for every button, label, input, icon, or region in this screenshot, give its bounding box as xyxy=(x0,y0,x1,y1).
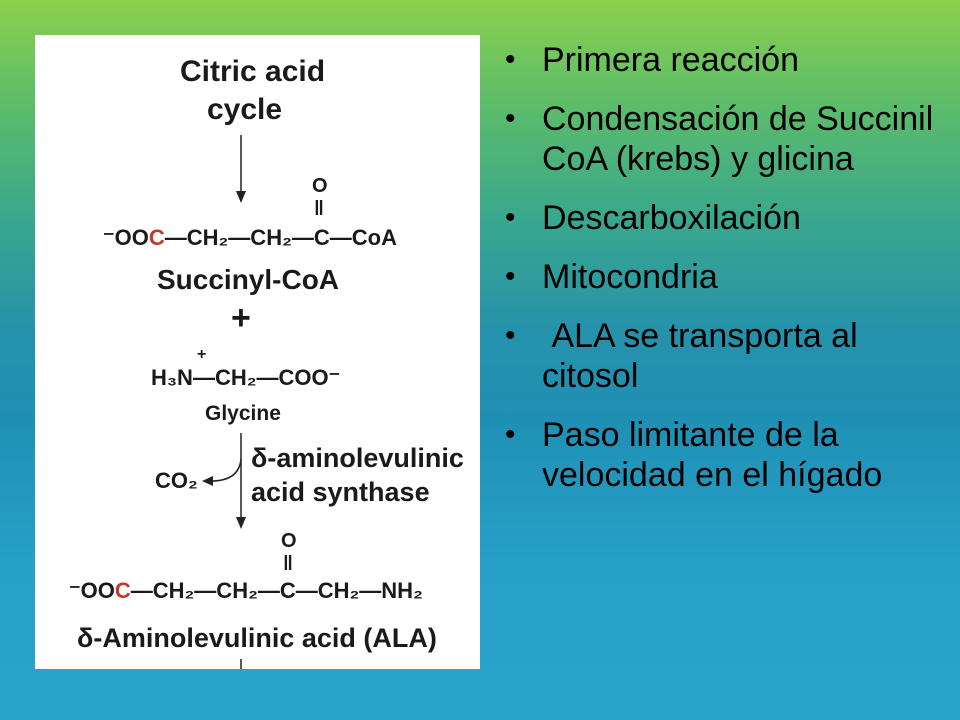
glycine-name: Glycine xyxy=(205,402,281,425)
succinyl-coa-name: Succinyl-CoA xyxy=(157,264,339,295)
cycle-label: cycle xyxy=(207,93,282,126)
bullet-item: • Primera reacción xyxy=(505,40,945,80)
ala-double-bond: ‖ xyxy=(283,553,293,575)
plus-sign: + xyxy=(231,299,251,337)
bullet-marker: • xyxy=(505,201,516,234)
succinyl-formula: ⁻OOC—CH₂—CH₂—C—CoA xyxy=(103,225,397,250)
bullet-item: • Mitocondria xyxy=(505,257,945,297)
co2-label: CO₂ xyxy=(155,468,198,493)
co2-branch-arrow xyxy=(210,458,242,482)
bullet-text: Paso limitante de la velocidad en el híg… xyxy=(542,416,883,494)
enzyme-name-line1: δ-aminolevulinic xyxy=(251,443,464,473)
bullet-marker: • xyxy=(505,102,516,135)
ala-name: δ-Aminolevulinic acid (ALA) xyxy=(77,623,437,653)
bullet-marker: • xyxy=(505,418,516,451)
succinyl-oxygen: O xyxy=(312,175,328,197)
bullet-item: • Paso limitante de la velocidad en el hí… xyxy=(505,415,945,495)
bullet-marker: • xyxy=(505,260,516,293)
bullet-item: • ALA se transporta al citosol xyxy=(505,316,945,396)
arrowhead-1 xyxy=(236,191,246,203)
bullet-text: Mitocondria xyxy=(542,258,718,296)
bullet-text: Condensación de Succinil CoA (krebs) y g… xyxy=(542,100,943,178)
enzyme-name-line2: acid synthase xyxy=(251,477,430,507)
bullet-text: Descarboxilación xyxy=(542,199,801,237)
bullet-list: • Primera reacción • Condensación de Succi… xyxy=(505,40,945,514)
co2-arrowhead xyxy=(202,476,213,486)
bullet-marker: • xyxy=(505,319,516,352)
succinyl-double-bond: ‖ xyxy=(314,198,324,220)
bullet-item: • Descarboxilación xyxy=(505,198,945,238)
bullet-text: ALA se transporta al citosol xyxy=(542,317,868,395)
bullet-item: • Condensación de Succinil CoA (krebs) y … xyxy=(505,99,945,179)
citric-acid-label: Citric acid xyxy=(180,55,325,88)
ala-oxygen: O xyxy=(281,530,297,552)
bullet-marker: • xyxy=(505,43,516,76)
arrowhead-2 xyxy=(236,517,246,529)
ala-formula: ⁻OOC—CH₂—CH₂—C—CH₂—NH₂ xyxy=(69,578,423,603)
reaction-scheme: Citric acid cycle O ‖ ⁻OOC—CH₂—CH₂—C—CoA… xyxy=(69,55,464,669)
bullet-text: Primera reacción xyxy=(542,41,799,79)
glycine-formula: H₃N—CH₂—COO⁻ xyxy=(151,365,340,390)
glycine-charge: + xyxy=(197,346,206,363)
heme-synthesis-diagram: Citric acid cycle O ‖ ⁻OOC—CH₂—CH₂—C—CoA… xyxy=(35,35,480,669)
